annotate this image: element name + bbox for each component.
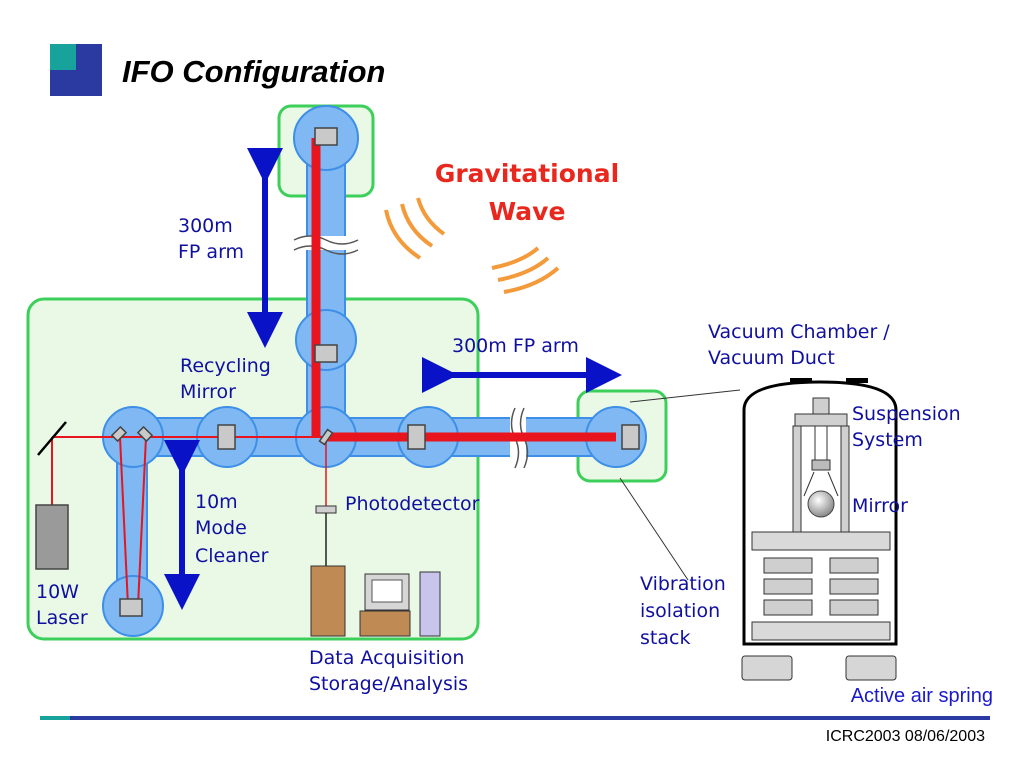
- recycling-mirror-label: Recycling Mirror: [180, 355, 271, 403]
- svg-text:stack: stack: [640, 627, 690, 649]
- svg-text:Gravitational: Gravitational: [435, 159, 619, 188]
- gravitational-wave-arcs: [384, 197, 560, 294]
- slide-title: IFO Configuration: [122, 54, 385, 89]
- svg-text:10m: 10m: [195, 491, 238, 513]
- svg-text:FP arm: FP arm: [178, 241, 244, 263]
- footer-rule: [40, 716, 990, 720]
- main-enclosure: [26, 297, 480, 641]
- svg-text:Vacuum Duct: Vacuum Duct: [708, 347, 835, 369]
- laser-beams: [51, 138, 616, 607]
- vibration-isolation-label: Vibration isolation stack: [640, 573, 726, 649]
- footer-date: ICRC2003 08/06/2003: [826, 728, 985, 745]
- svg-text:Wave: Wave: [489, 197, 566, 226]
- photodetector-icon: [315, 505, 337, 566]
- svg-text:Vacuum Chamber /: Vacuum Chamber /: [708, 321, 890, 343]
- suspension-system-label: Suspension System: [852, 403, 961, 451]
- mode-cleaner-label: 10m Mode Cleaner: [195, 491, 269, 567]
- gravitational-wave-label: Gravitational Wave: [435, 159, 619, 226]
- svg-text:isolation: isolation: [640, 600, 720, 622]
- data-acquisition-equipment-icon: [310, 565, 441, 637]
- vacuum-chamber-cross-section-icon: [741, 378, 898, 681]
- photodetector-label: Photodetector: [345, 493, 480, 515]
- arm-horizontal-label: 300m FP arm: [452, 335, 579, 357]
- svg-text:Laser: Laser: [36, 607, 88, 629]
- arm-vertical-label: 300m FP arm: [178, 215, 244, 263]
- svg-text:Mode: Mode: [195, 517, 247, 539]
- vacuum-chamber-label: Vacuum Chamber / Vacuum Duct: [708, 321, 890, 369]
- slide-logo-icon: [50, 44, 102, 96]
- mirror-icons: [37, 127, 640, 617]
- svg-text:Storage/Analysis: Storage/Analysis: [309, 673, 468, 695]
- callout-line-vibration: [619, 477, 689, 581]
- svg-text:Cleaner: Cleaner: [195, 545, 269, 567]
- svg-text:Suspension: Suspension: [852, 403, 961, 425]
- laser-label: 10W Laser: [36, 581, 88, 629]
- svg-text:300m: 300m: [178, 215, 233, 237]
- data-acquisition-label: Data Acquisition Storage/Analysis: [309, 647, 468, 695]
- callout-line-vacuum: [629, 389, 741, 403]
- laser-unit-icon: [35, 504, 69, 570]
- svg-text:Vibration: Vibration: [640, 573, 726, 595]
- mirror-label: Mirror: [852, 495, 908, 517]
- svg-text:System: System: [852, 429, 923, 451]
- svg-text:10W: 10W: [36, 581, 79, 603]
- svg-text:Data Acquisition: Data Acquisition: [309, 647, 464, 669]
- arm-break-vertical: [293, 235, 359, 255]
- active-air-spring-label: Active air spring: [851, 685, 993, 707]
- svg-text:Recycling: Recycling: [180, 355, 271, 377]
- svg-text:Mirror: Mirror: [180, 381, 236, 403]
